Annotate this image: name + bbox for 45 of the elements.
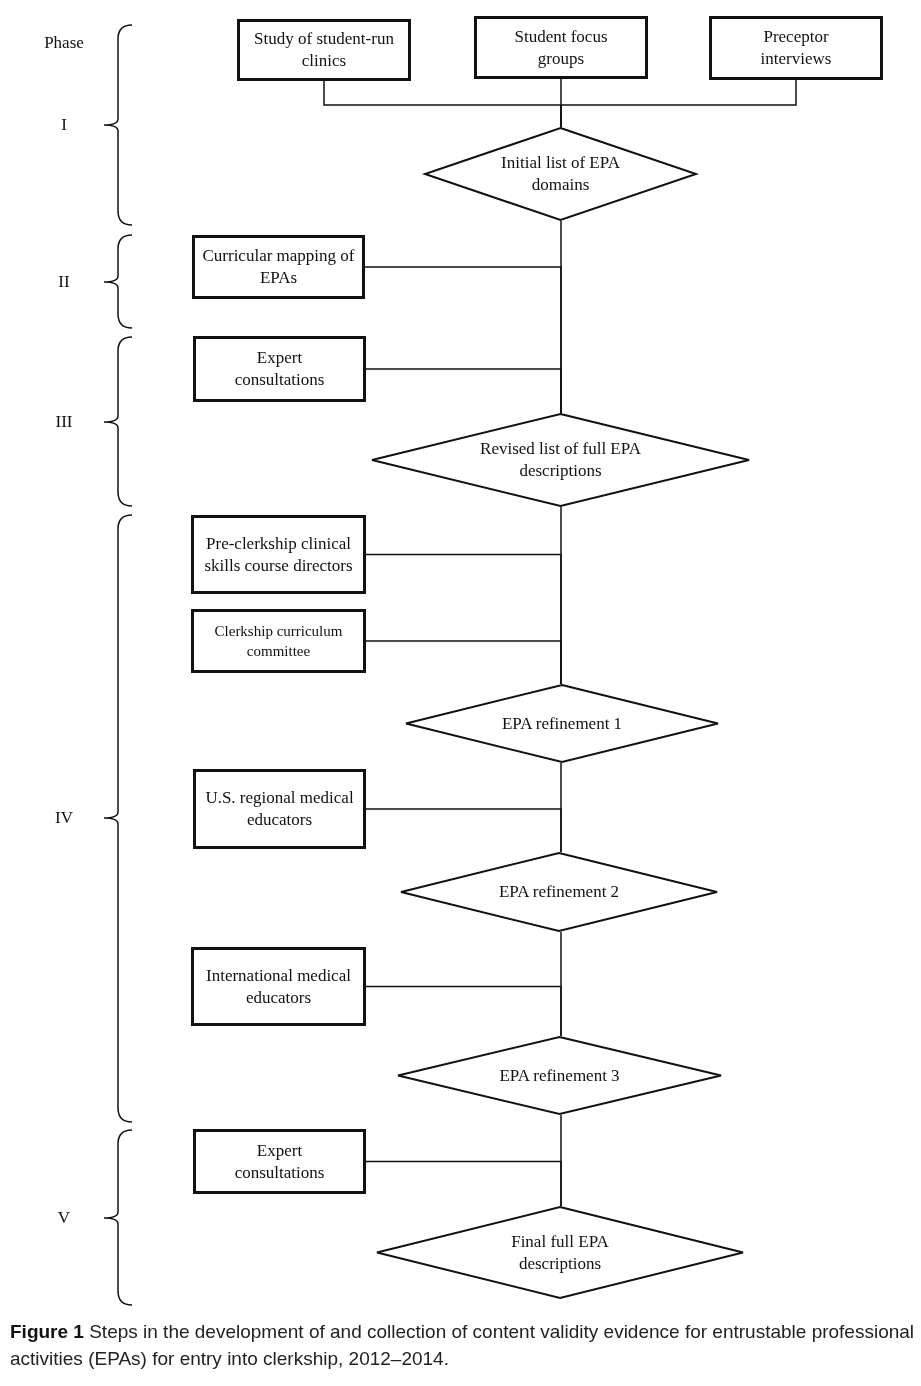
node-text: Student focus groups	[513, 25, 609, 70]
process-box	[191, 609, 366, 673]
node-text: Revised list of full EPA descriptions	[479, 438, 642, 482]
node-text: EPA refinement 1	[501, 712, 623, 735]
phase-label: I	[61, 115, 67, 135]
decision-diamond	[397, 1036, 722, 1115]
decision-diamond	[405, 684, 719, 763]
process-box	[709, 16, 883, 80]
connector-line	[560, 79, 797, 128]
phase-label: Phase	[44, 33, 84, 53]
connector-line	[365, 985, 562, 1037]
node-text: EPA refinement 3	[499, 1064, 620, 1087]
decision-diamond	[376, 1206, 744, 1299]
phase-label: IV	[55, 808, 73, 828]
process-box	[192, 235, 365, 299]
process-box	[237, 19, 411, 81]
phase-label: V	[57, 1208, 71, 1228]
connector-line	[365, 808, 562, 853]
node-text: Clerkship curriculum committee	[213, 622, 344, 661]
node-text: U.S. regional medical educators	[204, 787, 355, 831]
node-text: EPA refinement 2	[498, 881, 620, 903]
phase-label: III	[55, 412, 73, 432]
node-text: Initial list of EPA domains	[500, 152, 621, 196]
node-text: International medical educators	[205, 964, 352, 1009]
process-box	[193, 336, 366, 402]
process-box	[193, 769, 366, 849]
phase-label: II	[58, 272, 70, 292]
decision-diamond	[400, 852, 718, 932]
node-text: Pre-clerkship clinical skills course directors	[203, 532, 354, 577]
node-text: Preceptor interviews	[759, 26, 833, 70]
process-box	[191, 947, 366, 1026]
figure-caption: Figure 1 Steps in the development of and collection of content validity evidence for entrustable professional activities (EPAs) for entry into clerkship, 2012–2014.	[10, 1320, 915, 1371]
node-text: Expert consultations	[233, 347, 326, 391]
process-box	[474, 16, 648, 79]
node-text: Curricular mapping of EPAs	[201, 245, 356, 289]
node-text: Expert consultations	[233, 1139, 326, 1184]
connector-line	[365, 1160, 562, 1207]
node-text: Final full EPA descriptions	[510, 1230, 610, 1275]
connector-line	[365, 640, 562, 685]
process-box	[193, 1129, 366, 1194]
decision-diamond	[424, 127, 697, 221]
decision-diamond	[371, 413, 750, 507]
process-box	[191, 515, 366, 594]
connector-line	[365, 368, 562, 414]
node-text: Study of student-run clinics	[253, 28, 395, 72]
